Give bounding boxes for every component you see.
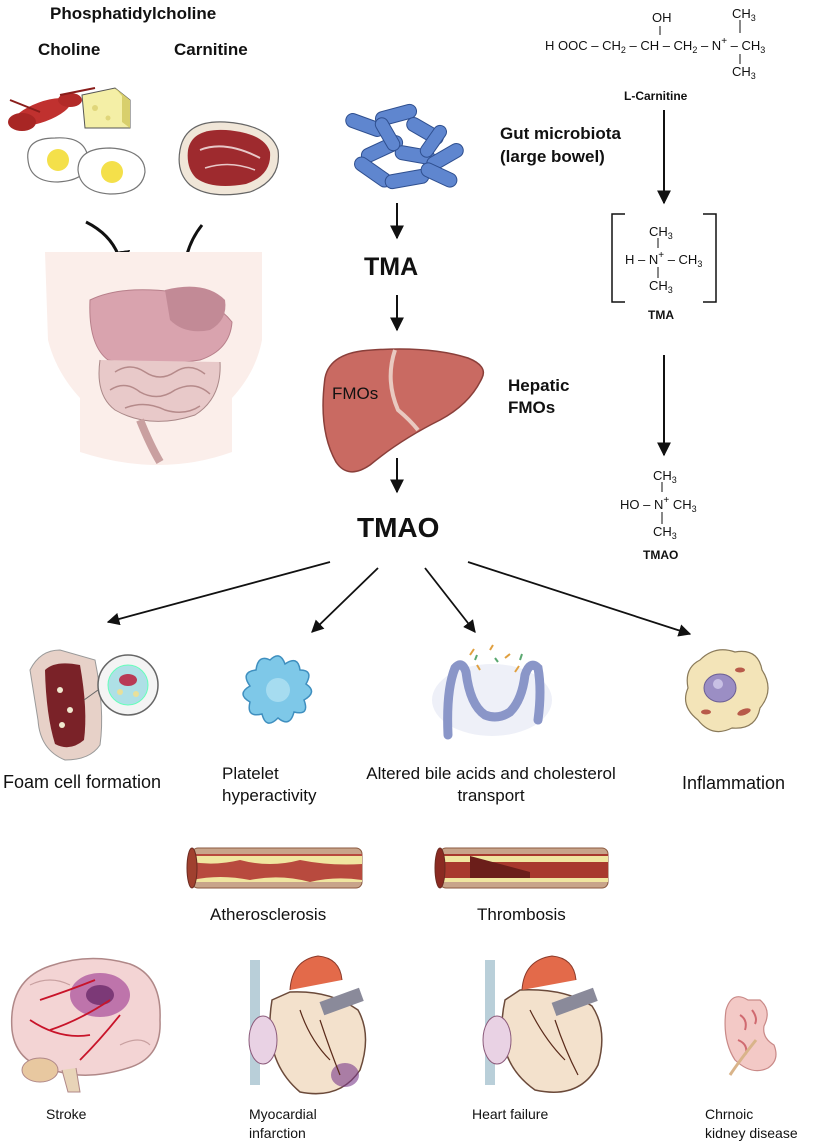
atherosclerosis-vessel-icon bbox=[186, 847, 363, 889]
bile-label-line2: transport bbox=[457, 786, 525, 805]
carnitine-formula: H OOC – CH2 – CH – CH2 – N+ – CH3 bbox=[545, 36, 766, 55]
carnitine-structure bbox=[659, 20, 741, 64]
phosphatidylcholine-label: Phosphatidylcholine bbox=[50, 4, 217, 23]
tmao-structure-label: TMAO bbox=[643, 548, 679, 562]
platelet-label-line2: hyperactivity bbox=[222, 786, 317, 805]
thrombosis-label: Thrombosis bbox=[477, 905, 566, 924]
steak-icon bbox=[178, 121, 280, 196]
bacteria-icon bbox=[345, 103, 464, 190]
tma-ch3-top: CH3 bbox=[649, 224, 673, 241]
ckd-label-line1: Chrnoic bbox=[705, 1106, 754, 1122]
mi-label-line2: infarction bbox=[249, 1125, 306, 1141]
l-carnitine-label: L-Carnitine bbox=[624, 89, 688, 103]
bile-label-line1: Altered bile acids and cholesterol bbox=[366, 764, 616, 783]
kidney-icon bbox=[724, 996, 777, 1076]
brain-icon bbox=[10, 957, 161, 1093]
myocardial-infarction-heart-icon bbox=[248, 955, 367, 1095]
hepatic-fmos-label: FMOs bbox=[508, 398, 556, 417]
tmao-formula: HO – N+ CH3 bbox=[620, 495, 697, 514]
tma-label: TMA bbox=[364, 253, 419, 281]
tma-structure-label: TMA bbox=[648, 308, 674, 322]
tmao-ch3-top: CH3 bbox=[653, 468, 677, 485]
eggs-icon bbox=[27, 137, 146, 195]
platelet-icon bbox=[242, 655, 313, 724]
foam-cell-artery-icon bbox=[29, 649, 159, 761]
inflammation-label: Inflammation bbox=[682, 773, 786, 793]
carnitine-ch3-bottom: CH3 bbox=[732, 64, 756, 81]
hepatic-label: Hepatic bbox=[508, 376, 570, 395]
heart-failure-heart-icon bbox=[482, 955, 603, 1093]
atherosclerosis-label: Atherosclerosis bbox=[210, 905, 327, 924]
tmao-label: TMAO bbox=[357, 512, 440, 543]
carnitine-label: Carnitine bbox=[174, 40, 248, 59]
inflammation-cell-icon bbox=[685, 649, 769, 733]
tma-structure bbox=[611, 213, 717, 303]
carnitine-oh: OH bbox=[652, 10, 672, 25]
tma-ch3-bottom: CH3 bbox=[649, 278, 673, 295]
tmao-ch3-bottom: CH3 bbox=[653, 524, 677, 541]
ckd-label-line2: kidney disease bbox=[705, 1125, 798, 1141]
fmos-liver-label: FMOs bbox=[332, 384, 379, 403]
foam-cell-label: Foam cell formation bbox=[3, 772, 162, 792]
choline-label: Choline bbox=[38, 40, 101, 59]
lobster-icon bbox=[8, 87, 96, 131]
gut-microbiota-sub-label: (large bowel) bbox=[500, 147, 605, 166]
torso-gut-illustration bbox=[45, 252, 262, 465]
liver-icon bbox=[322, 348, 485, 473]
bile-acid-intestine-icon bbox=[432, 644, 552, 740]
mi-label-line1: Myocardial bbox=[249, 1106, 317, 1122]
platelet-label-line1: Platelet bbox=[222, 764, 279, 783]
gut-microbiota-label: Gut microbiota bbox=[500, 124, 621, 143]
thrombosis-vessel-icon bbox=[434, 847, 609, 889]
heart-failure-label: Heart failure bbox=[472, 1106, 549, 1122]
tma-formula: H – N+ – CH3 bbox=[625, 250, 703, 269]
stroke-label: Stroke bbox=[46, 1106, 87, 1122]
cheese-icon bbox=[81, 87, 131, 129]
carnitine-ch3-top: CH3 bbox=[732, 6, 756, 23]
